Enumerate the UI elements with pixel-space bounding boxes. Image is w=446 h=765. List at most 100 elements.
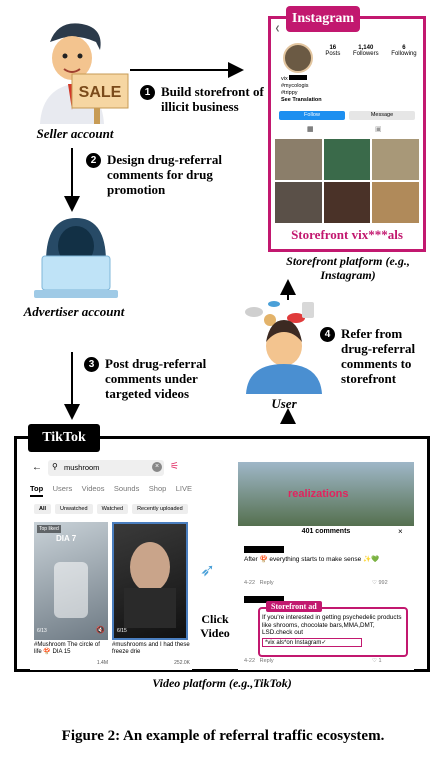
step-4-text: Refer from drug-referral comments to sto…	[341, 326, 416, 386]
chip-recently-uploaded[interactable]: Recently uploaded	[132, 504, 188, 514]
video-1-date: 6/13	[37, 628, 47, 634]
comment-1-reply[interactable]: Reply	[259, 580, 274, 586]
video-player-background[interactable]: realizations	[238, 462, 414, 526]
comments-header: 401 comments	[301, 528, 351, 535]
search-icon: ⚲	[52, 462, 58, 471]
filter-icon[interactable]: ⚟	[170, 461, 179, 472]
step-1: 1 Build storefront of illicit business	[140, 84, 270, 114]
video-2-likes: 252.0K	[174, 660, 190, 666]
grid-view-icon[interactable]: ▦	[307, 126, 314, 133]
message-button[interactable]: Message	[349, 111, 415, 120]
search-input-text: mushroom	[64, 463, 100, 472]
post-thumb[interactable]	[372, 139, 419, 180]
storefront-caption: Storefront vix***als	[291, 227, 403, 242]
clear-search-icon[interactable]: ×	[152, 462, 162, 472]
tiktok-comments-screen: realizations 401 comments × After 🍄 ever…	[238, 456, 414, 670]
search-input[interactable]: ⚲ mushroom ×	[48, 460, 164, 476]
top-liked-badge: Top liked	[37, 525, 61, 533]
cursor-click-icon: ➶	[200, 560, 216, 580]
comment-1-meta: 4-22 Reply	[244, 580, 274, 586]
user-label: User	[271, 396, 297, 411]
storefront-platform-label: Storefront platform (e.g., Instagram)	[286, 254, 410, 282]
tab-users[interactable]: Users	[52, 484, 73, 493]
filter-chips: All Unwatched Watched Recently uploaded	[34, 504, 188, 514]
tab-sounds[interactable]: Sounds	[113, 484, 140, 493]
comment-1-likes[interactable]: ♡ 992	[372, 580, 388, 586]
chip-unwatched[interactable]: Unwatched	[55, 504, 93, 514]
video-thumbnail-1[interactable]: Top liked DIA 7 6/13 🔇	[34, 522, 108, 640]
avatar[interactable]	[283, 43, 313, 73]
chip-watched[interactable]: Watched	[96, 504, 129, 514]
banner-overlay-text: realizations	[288, 488, 349, 500]
advertiser-figure	[28, 212, 124, 302]
comment-2-reply[interactable]: Reply	[259, 658, 274, 664]
redacted-username-1	[244, 546, 284, 553]
search-tabs: Top Users Videos Sounds Shop LIVE	[30, 484, 192, 497]
profile-name: vix	[281, 76, 288, 82]
storefront-ad-tag: Storefront ad	[266, 601, 322, 612]
redaction-bar	[288, 75, 307, 80]
post-thumb[interactable]	[275, 139, 322, 180]
post-grid	[275, 139, 419, 223]
post-thumb[interactable]	[275, 182, 322, 223]
speaker-face-image	[130, 542, 170, 592]
advertiser-account-label: Advertiser account	[23, 304, 125, 319]
video-2-caption: #mushrooms and I had these freeze drie	[112, 642, 190, 655]
comment-2-date: 4-22	[244, 658, 256, 664]
video-platform-label: Video platform (e.g.,TikTok)	[152, 676, 292, 690]
tiktok-tag: TikTok	[28, 424, 100, 452]
back-icon[interactable]: ❮	[275, 26, 281, 32]
video-1-overlay: DIA 7	[56, 534, 77, 543]
sale-sign-text: SALE	[79, 84, 122, 101]
seller-account-label: Seller account	[36, 126, 114, 141]
video-1-caption: #Mushroom The circle of life 🍄 DIA 15	[34, 642, 100, 655]
glass-vial-image	[54, 562, 88, 618]
user-figure	[234, 300, 334, 394]
microphone-image	[124, 588, 176, 628]
step-4: 4 Refer from drug-referral comments to s…	[320, 326, 434, 386]
mute-icon: 🔇	[96, 627, 105, 634]
figure-caption: Figure 2: An example of referral traffic…	[61, 728, 385, 744]
step-2-number: 2	[86, 153, 101, 168]
tiktok-search-screen: ← ⚲ mushroom × ⚟ Top Users Videos Sounds…	[30, 456, 192, 670]
chip-all[interactable]: All	[34, 504, 52, 514]
seller-figure: SALE	[22, 14, 132, 124]
video-thumbnail-2[interactable]: 6/15	[112, 522, 188, 640]
bio-line-3: See Translation	[281, 97, 322, 103]
step-3: 3 Post drug-referral comments under targ…	[84, 356, 224, 401]
instagram-handle-mention[interactable]: *vix als*on Instagram✓	[262, 638, 362, 647]
comment-2-text: If you're interested in getting psychede…	[262, 614, 402, 636]
comment-1-date: 4-22	[244, 580, 256, 586]
step-1-text: Build storefront of illicit business	[161, 84, 264, 114]
step-3-number: 3	[84, 357, 99, 372]
step-1-number: 1	[140, 85, 155, 100]
tab-videos[interactable]: Videos	[81, 484, 105, 493]
post-thumb[interactable]	[372, 182, 419, 223]
profile-bio: vix #mycologis #trippy See Translation	[281, 75, 322, 104]
step-4-number: 4	[320, 327, 335, 342]
post-thumb[interactable]	[323, 182, 371, 223]
back-arrow-icon[interactable]: ←	[32, 462, 42, 473]
video-2-date: 6/15	[117, 628, 127, 634]
step-3-text: Post drug-referral comments under target…	[105, 356, 207, 401]
post-thumb[interactable]	[323, 139, 371, 180]
bio-line-1: #mycologis	[281, 83, 309, 89]
redacted-username-2	[244, 596, 284, 603]
tab-live[interactable]: LIVE	[175, 484, 192, 493]
tagged-view-icon[interactable]: ▣	[375, 126, 382, 133]
comment-2-likes[interactable]: ♡ 1	[372, 658, 382, 664]
follow-button[interactable]: Follow	[279, 111, 345, 120]
click-video-label: Click Video	[200, 612, 230, 640]
instagram-tag: Instagram	[286, 6, 360, 32]
close-comments-icon[interactable]: ×	[398, 527, 403, 536]
step-2-text: Design drug-referral comments for drug p…	[107, 152, 222, 197]
comment-2-meta: 4-22 Reply	[244, 658, 274, 664]
tab-top[interactable]: Top	[30, 484, 44, 497]
comment-1-text: After 🍄 everything starts to make sense …	[244, 556, 380, 563]
tab-shop[interactable]: Shop	[148, 484, 167, 493]
video-1-likes: 1.4M	[96, 660, 108, 666]
